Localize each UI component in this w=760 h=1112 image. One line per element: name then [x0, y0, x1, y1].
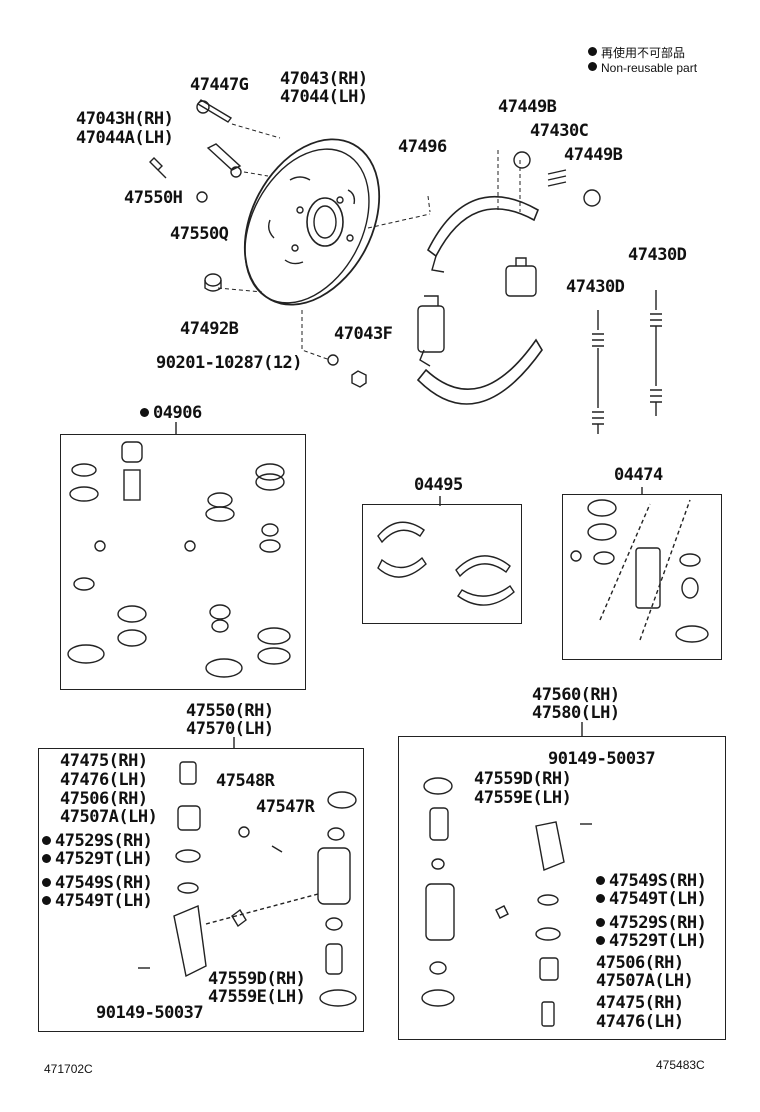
- kit-label-04474: 04474: [614, 465, 663, 485]
- legend-row-jp: 再使用不可部品: [588, 46, 697, 61]
- assembly-title: 47560(RH): [532, 685, 620, 705]
- spring-47430C: [547, 169, 567, 187]
- assembly-box-right: [398, 736, 726, 1040]
- part-label: 47550Q: [170, 224, 229, 244]
- legend-jp-text: 再使用不可部品: [601, 46, 686, 60]
- brake-shoe-upper: [426, 195, 540, 273]
- part-label: 47549S(RH): [596, 871, 707, 891]
- part-label: 47044A(LH): [76, 128, 174, 148]
- part-label: 47449B: [564, 145, 623, 165]
- part-label: 47559E(LH): [474, 788, 572, 808]
- bolt-47447G: [196, 99, 233, 123]
- kit-box-04906: [60, 434, 306, 690]
- part-code: 47549S(RH): [55, 873, 153, 893]
- part-label: 47043H(RH): [76, 109, 174, 129]
- part-label: 47430C: [530, 121, 589, 141]
- part-label: 47449B: [498, 97, 557, 117]
- part-label: 47547R: [256, 797, 315, 817]
- part-label: 47492B: [180, 319, 239, 339]
- legend: 再使用不可部品 Non-reusable part: [588, 46, 697, 76]
- part-label: 47559D(RH): [474, 769, 572, 789]
- assembly-title: 47580(LH): [532, 703, 620, 723]
- part-code: 47549T(LH): [55, 891, 153, 911]
- part-code: 47529S(RH): [55, 831, 153, 851]
- part-label: 47430D: [566, 277, 625, 297]
- legend-row-en: Non-reusable part: [588, 61, 697, 76]
- kit-04906-parts: [67, 441, 291, 678]
- bullet-icon: [596, 936, 605, 945]
- part-label: 47549T(LH): [42, 891, 153, 911]
- assembly-title: 47550(RH): [186, 701, 274, 721]
- leader-lines: [217, 123, 521, 361]
- wheel-cylinders-top: [417, 257, 537, 353]
- part-label: 47496: [398, 137, 447, 157]
- bleeder-47550H: [149, 157, 208, 203]
- part-label: 47507A(LH): [596, 971, 694, 991]
- bullet-icon: [42, 854, 51, 863]
- cup-47449B: [513, 151, 601, 207]
- part-label: 47476(LH): [596, 1012, 684, 1032]
- part-label: 47529S(RH): [596, 913, 707, 933]
- part-label: 47043(RH): [280, 69, 368, 89]
- part-code: 47529T(LH): [609, 931, 707, 951]
- kit-label-04906: 04906: [140, 404, 202, 423]
- part-label: 47043F: [334, 324, 393, 344]
- part-label: 47506(RH): [596, 953, 684, 973]
- legend-en-text: Non-reusable part: [601, 61, 698, 75]
- part-label: 47475(RH): [60, 751, 148, 771]
- bullet-icon: [42, 896, 51, 905]
- backing-plate: [243, 138, 381, 306]
- bolt-47043H: [206, 143, 242, 178]
- part-code: 47529T(LH): [55, 849, 153, 869]
- part-label: 47549S(RH): [42, 873, 153, 893]
- part-code: 47549S(RH): [609, 871, 707, 891]
- figure-code-left: 471702C: [44, 1062, 93, 1076]
- bullet-icon: [596, 894, 605, 903]
- brake-shoe-lower: [416, 338, 543, 405]
- part-label: 90201-10287(12): [156, 353, 303, 373]
- kit-label-04495: 04495: [414, 475, 463, 495]
- bullet-icon: [42, 878, 51, 887]
- title-leaders: [175, 422, 643, 749]
- assembly-box-left: [38, 748, 364, 1032]
- part-label: 47447G: [190, 75, 249, 95]
- part-label: 90149-50037: [96, 1003, 204, 1023]
- bullet-icon: [596, 918, 605, 927]
- assembly-title: 47570(LH): [186, 719, 274, 739]
- part-label: 47549T(LH): [596, 889, 707, 909]
- bullet-icon: [140, 408, 149, 417]
- part-label: 47548R: [216, 771, 275, 791]
- right-assembly-parts: [421, 777, 592, 1027]
- kit-04474-parts: [570, 499, 709, 643]
- part-label: 47507A(LH): [60, 807, 158, 827]
- part-label: 90149-50037: [548, 749, 656, 769]
- part-label: 47476(LH): [60, 770, 148, 790]
- part-label: 47529S(RH): [42, 831, 153, 851]
- part-label: 47044(LH): [280, 87, 368, 107]
- nut-47043F: [327, 354, 367, 388]
- bullet-icon: [588, 47, 597, 56]
- figure-code-right: 475483C: [656, 1058, 705, 1072]
- kit-box-04495: [362, 504, 522, 624]
- part-code: 47549T(LH): [609, 889, 707, 909]
- bullet-icon: [596, 876, 605, 885]
- part-label: 47529T(LH): [596, 931, 707, 951]
- part-label: 47475(RH): [596, 993, 684, 1013]
- part-code: 47529S(RH): [609, 913, 707, 933]
- part-label: 47559E(LH): [208, 987, 306, 1007]
- part-label: 47550H: [124, 188, 183, 208]
- bullet-icon: [42, 836, 51, 845]
- left-assembly-parts: [138, 761, 357, 1007]
- spring-47430D-right: [650, 290, 662, 416]
- kit-box-04474: [562, 494, 722, 660]
- spring-47430D-left: [592, 310, 604, 434]
- kit-04495-parts: [377, 521, 515, 606]
- part-label: 47430D: [628, 245, 687, 265]
- kit-code: 04906: [153, 403, 202, 423]
- bullet-icon: [588, 62, 597, 71]
- part-label: 47529T(LH): [42, 849, 153, 869]
- part-label: 47559D(RH): [208, 969, 306, 989]
- part-label: 47506(RH): [60, 789, 148, 809]
